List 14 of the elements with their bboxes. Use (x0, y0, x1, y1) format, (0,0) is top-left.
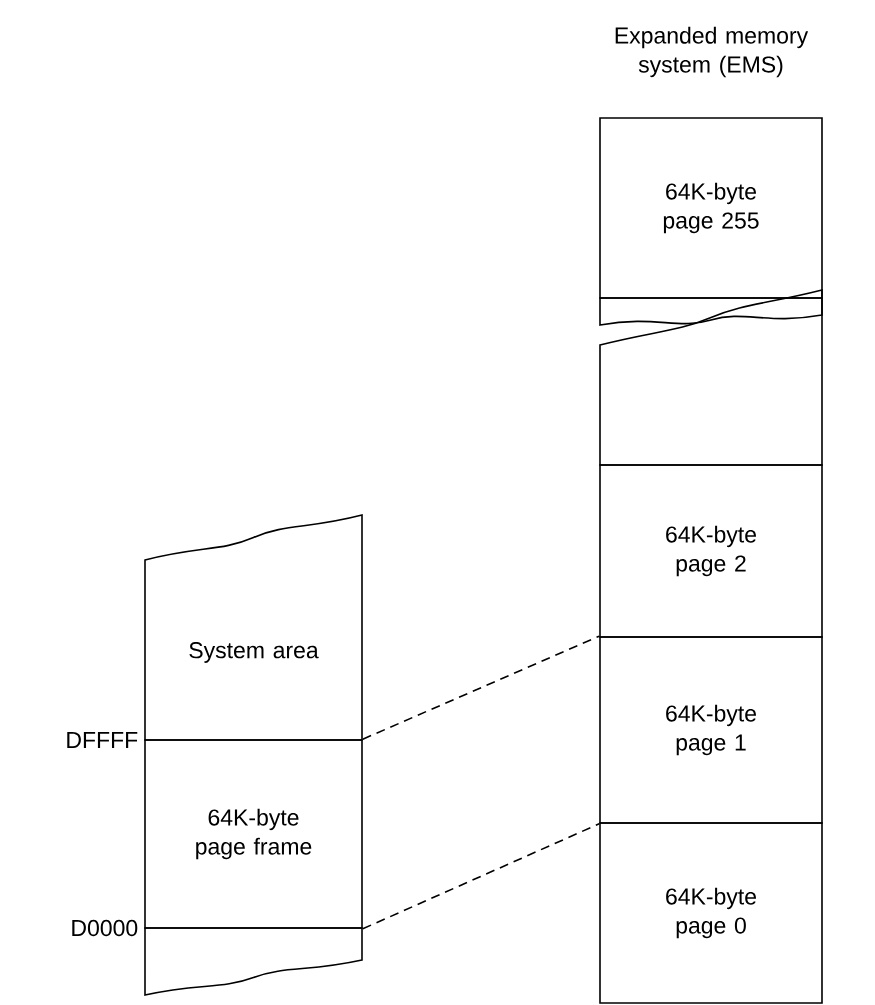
memory-cell: 64K-byte page frame (144, 739, 363, 929)
memory-cell: 64K-byte page 0 (599, 822, 823, 1004)
dashed-line (362, 635, 600, 740)
address-label: DFFFF (67, 732, 138, 748)
memory-cell: System area (144, 514, 363, 741)
memory-cell: 64K-byte page 2 (599, 464, 823, 638)
memory-cell: 64K-byte page 255 (599, 117, 823, 299)
dashed-line (362, 823, 600, 930)
address-label: D0000 (72, 919, 138, 937)
column-heading: Expanded memory system (EMS) (615, 26, 809, 78)
memory-cell: 64K-byte page 1 (599, 636, 823, 824)
torn-memory-cell (599, 297, 823, 326)
torn-memory-cell (144, 927, 363, 996)
torn-memory-cell (599, 289, 823, 466)
